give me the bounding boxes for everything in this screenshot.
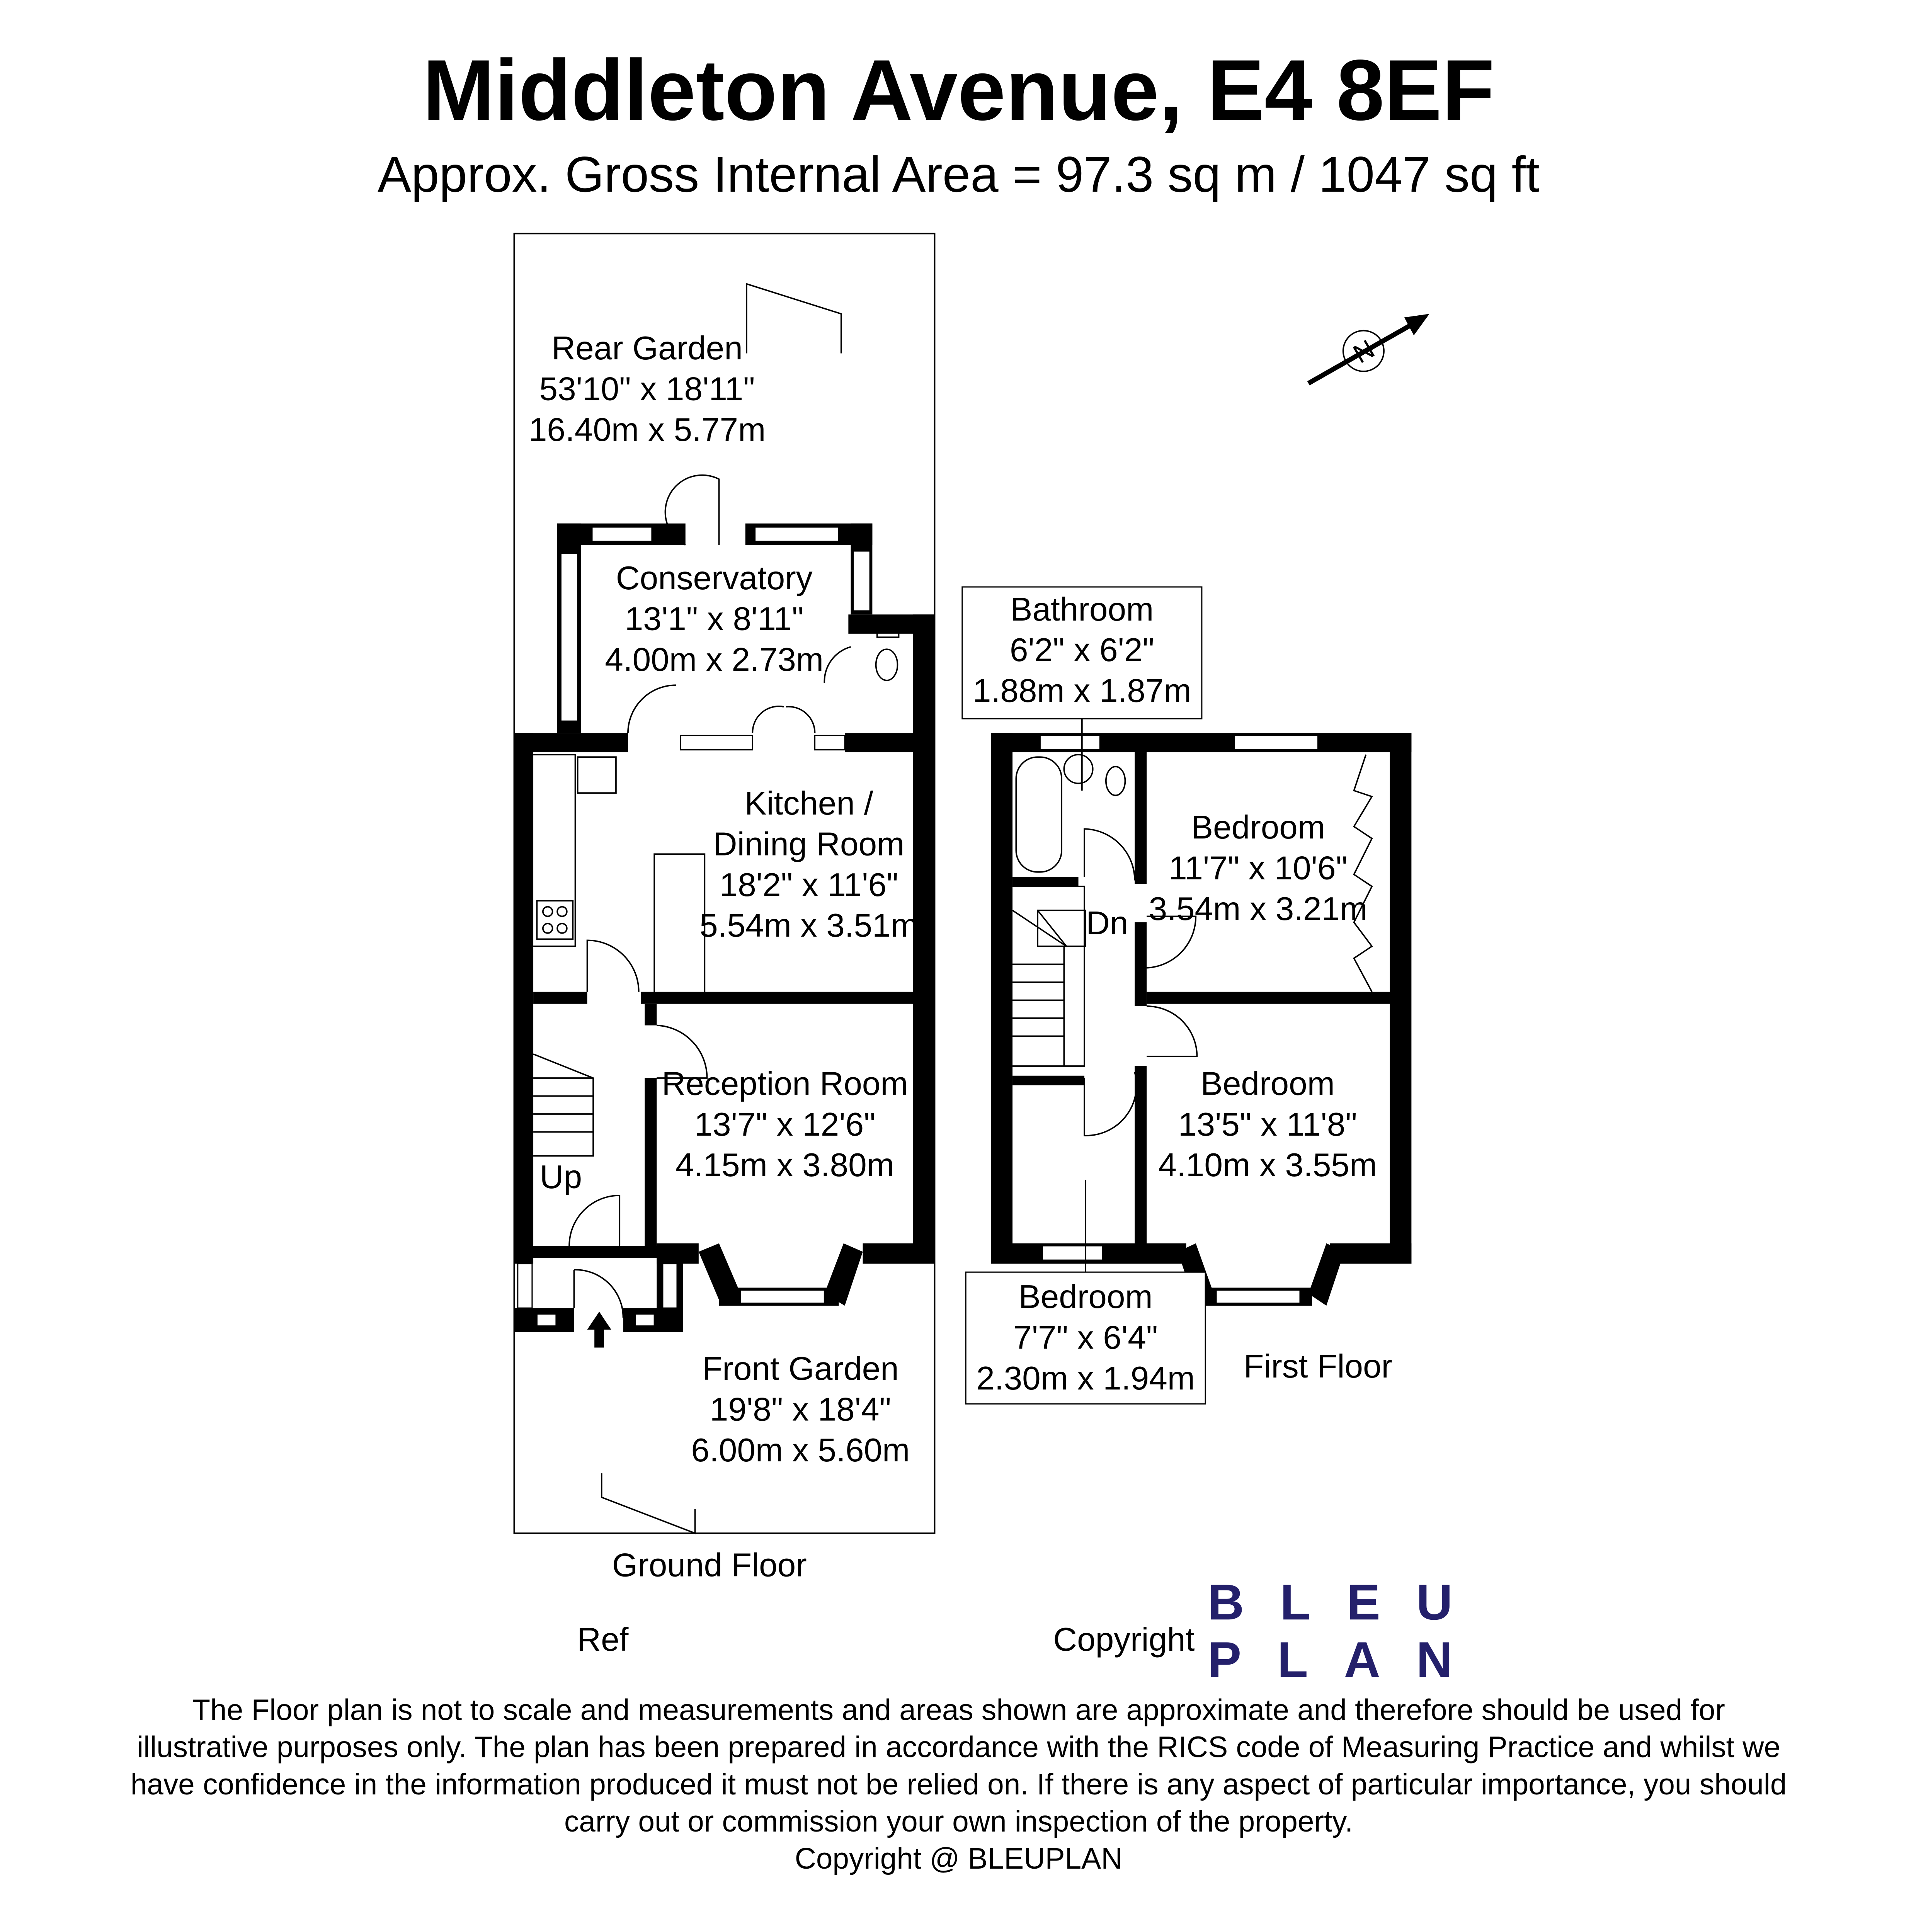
- room-size-imperial: 11'7" x 10'6": [1169, 850, 1348, 886]
- compass-letter: N: [1348, 334, 1380, 369]
- room-size-metric: 4.10m x 3.55m: [1158, 1147, 1377, 1184]
- disclaimer-line: illustrative purposes only. The plan has…: [137, 1731, 1780, 1764]
- stairs-down-label: Dn: [1086, 905, 1128, 942]
- bedroom-callout: [965, 1271, 1206, 1405]
- disclaimer-line: The Floor plan is not to scale and measu…: [192, 1694, 1725, 1727]
- floor-label: First Floor: [1244, 1348, 1392, 1385]
- logo-line2: PLAN: [1208, 1631, 1488, 1688]
- disclaimer-line: carry out or commission your own inspect…: [564, 1805, 1353, 1838]
- room-size-imperial: 19'8" x 18'4": [710, 1391, 891, 1428]
- page-title: Middleton Avenue, E4 8EF: [423, 42, 1495, 138]
- logo-line1: BLEU: [1208, 1574, 1488, 1630]
- room-name: Bathroom: [1010, 591, 1154, 628]
- room-size-imperial: 53'10" x 18'11": [539, 371, 755, 407]
- room-name: Bedroom: [1201, 1065, 1335, 1102]
- room-size-imperial: 13'1" x 8'11": [625, 601, 804, 638]
- first-floor-plan: Dn: [961, 586, 1412, 1405]
- copyright-label: Copyright: [1053, 1621, 1195, 1658]
- bathroom-callout: [961, 586, 1203, 719]
- room-name: Rear Garden: [551, 330, 743, 367]
- room-size-metric: 2.30m x 1.94m: [976, 1360, 1195, 1397]
- floor-label: Ground Floor: [612, 1547, 807, 1584]
- first-floor-labels: Bathroom 6'2" x 6'2" 1.88m x 1.87m Bedro…: [973, 591, 1392, 1397]
- room-size-imperial: 18'2" x 11'6": [720, 867, 898, 903]
- room-size-imperial: 6'2" x 6'2": [1010, 632, 1154, 668]
- gross-area: Approx. Gross Internal Area = 97.3 sq m …: [378, 146, 1540, 202]
- room-name: Bedroom: [1019, 1279, 1153, 1315]
- ground-floor-plan: Up: [513, 233, 936, 1534]
- room-size-metric: 6.00m x 5.60m: [691, 1432, 910, 1469]
- room-name: Conservatory: [616, 560, 813, 597]
- ref-label: Ref: [577, 1621, 628, 1658]
- break-line-front: [601, 1473, 696, 1534]
- room-size-imperial: 7'7" x 6'4": [1013, 1320, 1158, 1356]
- room-name: Kitchen /: [745, 785, 873, 822]
- room-name: Reception Room: [662, 1065, 908, 1102]
- room-size-metric: 1.88m x 1.87m: [973, 673, 1191, 709]
- staircase: [1012, 886, 1087, 1067]
- room-size-metric: 4.15m x 3.80m: [676, 1147, 894, 1184]
- floor-plan-sheet: Middleton Avenue, E4 8EF Approx. Gross I…: [131, 42, 1787, 1875]
- room-name: Dining Room: [713, 826, 905, 862]
- stairs-up-label: Up: [540, 1159, 582, 1196]
- room-name: Bedroom: [1191, 809, 1325, 846]
- room-size-metric: 3.54m x 3.21m: [1149, 891, 1368, 927]
- entrance-arrow-icon: [587, 1311, 611, 1348]
- room-size-metric: 5.54m x 3.51m: [699, 907, 918, 944]
- room-size-imperial: 13'7" x 12'6": [694, 1106, 875, 1143]
- north-arrow-icon: N: [1307, 314, 1429, 386]
- disclaimer-line: have confidence in the information produ…: [131, 1768, 1787, 1801]
- ground-floor-labels: Rear Garden 53'10" x 18'11" 16.40m x 5.7…: [529, 330, 918, 1584]
- room-size-imperial: 13'5" x 11'8": [1178, 1106, 1357, 1143]
- copyright-line: Copyright @ BLEUPLAN: [795, 1842, 1123, 1875]
- break-line-rear: [745, 283, 842, 354]
- room-name: Front Garden: [702, 1350, 899, 1387]
- room-size-metric: 4.00m x 2.73m: [605, 641, 824, 678]
- staircase: [533, 1053, 594, 1157]
- room-size-metric: 16.40m x 5.77m: [529, 412, 766, 448]
